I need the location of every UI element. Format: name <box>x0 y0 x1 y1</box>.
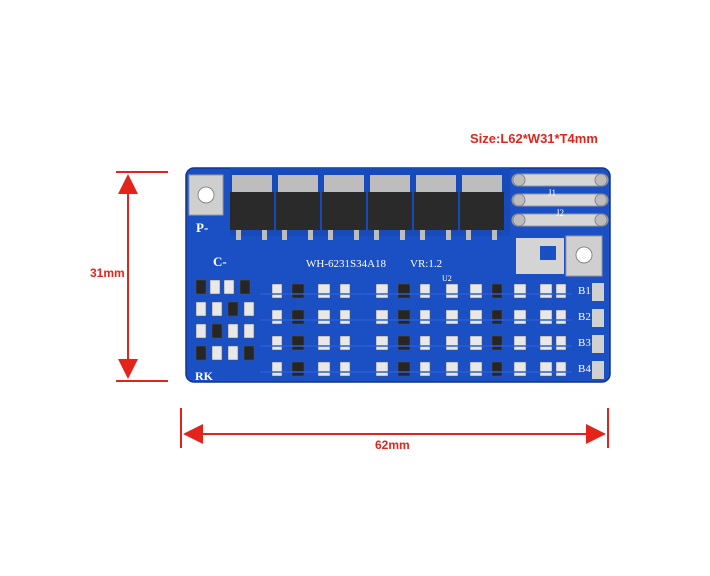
size-label: Size:L62*W31*T4mm <box>470 131 598 146</box>
balance-label-b1: B1 <box>578 285 591 297</box>
smd-part <box>491 309 503 325</box>
jumper-label-j2: J2 <box>556 208 564 218</box>
mosfet <box>276 175 320 240</box>
smd-part <box>317 309 331 325</box>
smd-part <box>469 283 483 299</box>
smd-part <box>555 283 567 299</box>
mosfet <box>230 175 274 240</box>
smd-part <box>291 283 305 299</box>
smd-part <box>243 345 255 361</box>
smd-part <box>419 283 431 299</box>
smd-part <box>271 309 283 325</box>
smd-part <box>375 309 389 325</box>
mosfet <box>414 175 458 240</box>
smd-part <box>195 345 207 361</box>
left-mounting-pad <box>188 174 224 216</box>
smd-part <box>397 361 411 377</box>
smd-part <box>555 309 567 325</box>
rk-label: RK <box>195 369 214 383</box>
smd-part <box>555 361 567 377</box>
smd-part <box>211 345 223 361</box>
height-dimension <box>116 171 168 382</box>
board-version-text: VR:1.2 <box>410 258 442 270</box>
smd-part <box>223 279 235 295</box>
smd-part <box>375 361 389 377</box>
smd-part <box>317 361 331 377</box>
smd-part <box>491 283 503 299</box>
jumper-wires <box>511 173 609 227</box>
smd-part <box>375 283 389 299</box>
smd-part <box>513 361 527 377</box>
smd-part <box>513 309 527 325</box>
smd-part <box>469 335 483 351</box>
smd-part <box>211 323 223 339</box>
smd-part <box>513 283 527 299</box>
jumper-label-j1: J1 <box>548 188 556 198</box>
smd-part <box>539 361 553 377</box>
smd-part <box>227 345 239 361</box>
smd-part <box>271 361 283 377</box>
smd-part <box>339 361 351 377</box>
smd-part <box>445 283 459 299</box>
smd-part <box>539 309 553 325</box>
mosfet-row <box>230 175 504 240</box>
smd-part <box>339 309 351 325</box>
smd-part <box>445 335 459 351</box>
balance-label-b3: B3 <box>578 337 591 349</box>
right-mounting-pad <box>565 235 603 277</box>
smd-part <box>419 309 431 325</box>
pad-label-p: P- <box>196 220 208 235</box>
smd-part <box>445 361 459 377</box>
smd-part <box>419 361 431 377</box>
smd-part <box>291 361 305 377</box>
smd-part <box>317 283 331 299</box>
smd-part <box>397 309 411 325</box>
smd-part <box>469 309 483 325</box>
smd-part <box>243 301 255 317</box>
smd-part <box>291 335 305 351</box>
mosfet <box>368 175 412 240</box>
smd-part <box>209 279 221 295</box>
smd-part <box>491 335 503 351</box>
smd-part <box>397 283 411 299</box>
smd-part <box>239 279 251 295</box>
smd-part <box>227 301 239 317</box>
smd-part <box>211 301 223 317</box>
mosfet <box>322 175 366 240</box>
smd-part <box>339 283 351 299</box>
balance-pads <box>592 283 604 379</box>
pad-label-b: B- <box>540 249 551 261</box>
smd-part <box>445 309 459 325</box>
smd-part <box>419 335 431 351</box>
pad-label-c: C- <box>213 254 227 269</box>
smd-part <box>555 335 567 351</box>
u2-label: U2 <box>442 274 452 283</box>
smd-part <box>469 361 483 377</box>
smd-part <box>539 335 553 351</box>
balance-label-b2: B2 <box>578 311 591 323</box>
smd-part <box>195 301 207 317</box>
smd-part <box>271 335 283 351</box>
smd-part <box>375 335 389 351</box>
smd-part <box>539 283 553 299</box>
smd-part <box>291 309 305 325</box>
balance-label-b4: B4 <box>578 363 591 375</box>
smd-part <box>243 323 255 339</box>
mosfet <box>460 175 504 240</box>
smd-part <box>227 323 239 339</box>
board-model-text: WH-6231S34A18 <box>306 258 387 270</box>
smd-part <box>317 335 331 351</box>
smd-part <box>397 335 411 351</box>
smd-part <box>513 335 527 351</box>
pcb-traces <box>260 293 572 373</box>
smd-part <box>195 323 207 339</box>
smd-part <box>339 335 351 351</box>
width-dimension <box>180 408 609 448</box>
smd-part <box>195 279 207 295</box>
smd-part <box>491 361 503 377</box>
height-dimension-label: 31mm <box>90 266 125 280</box>
smd-part <box>271 283 283 299</box>
